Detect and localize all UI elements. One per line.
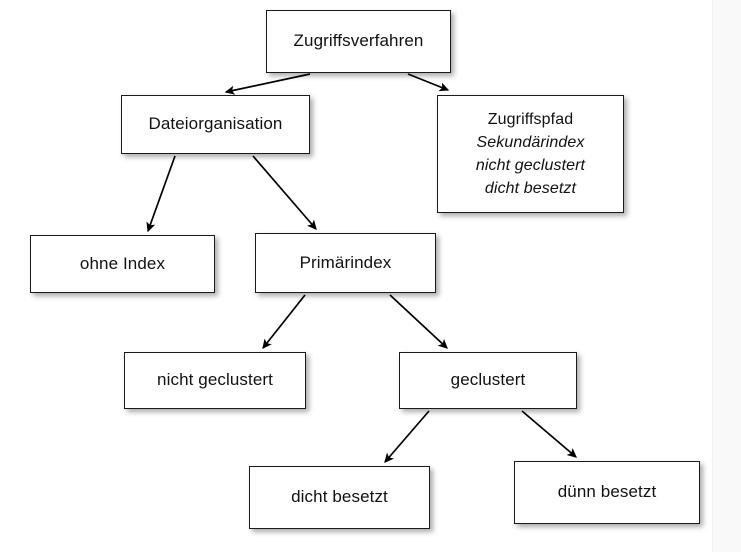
node-zugriffspfad-line-1: Zugriffspfad <box>487 110 574 128</box>
node-geclustert[interactable]: geclustert <box>399 352 577 409</box>
edge-zugriffsverfahren-dateiorganisation <box>224 73 311 95</box>
node-ohne-index[interactable]: ohne Index <box>30 235 215 293</box>
node-dicht-besetzt[interactable]: dicht besetzt <box>249 466 430 529</box>
node-primaerindex[interactable]: Primärindex <box>255 233 436 293</box>
node-duenn-besetzt-line-1: dünn besetzt <box>557 482 657 502</box>
node-dateiorganisation[interactable]: Dateiorganisation <box>121 95 310 154</box>
node-zugriffspfad-line-4: dicht besetzt <box>484 180 577 198</box>
node-zugriffspfad-line-3: nicht geclustert <box>475 157 586 174</box>
node-zugriffsverfahren[interactable]: Zugriffsverfahren <box>266 10 451 73</box>
node-nicht-geclustert[interactable]: nicht geclustert <box>124 352 306 409</box>
edge-primaerindex-geclustert <box>389 294 448 349</box>
edge-geclustert-dicht-besetzt <box>384 410 430 463</box>
edge-zugriffsverfahren-zugriffspfad <box>407 73 450 92</box>
edge-dateiorganisation-primaerindex <box>252 155 317 230</box>
node-zugriffspfad-line-2: Sekundärindex <box>476 133 585 151</box>
node-zugriffsverfahren-line-1: Zugriffsverfahren <box>293 31 424 51</box>
node-dateiorganisation-line-1: Dateiorganisation <box>148 114 283 134</box>
edge-primaerindex-nicht-geclustert <box>262 294 306 349</box>
node-duenn-besetzt[interactable]: dünn besetzt <box>514 461 700 524</box>
node-primaerindex-line-1: Primärindex <box>299 252 392 272</box>
node-geclustert-line-1: geclustert <box>450 370 526 390</box>
right-side-panel <box>712 0 741 552</box>
node-dicht-besetzt-line-1: dicht besetzt <box>291 487 388 507</box>
node-nicht-geclustert-line-1: nicht geclustert <box>157 370 273 390</box>
node-ohne-index-line-1: ohne Index <box>79 253 166 273</box>
edge-dateiorganisation-ohne-index <box>146 155 176 233</box>
edge-geclustert-duenn-besetzt <box>521 410 577 458</box>
